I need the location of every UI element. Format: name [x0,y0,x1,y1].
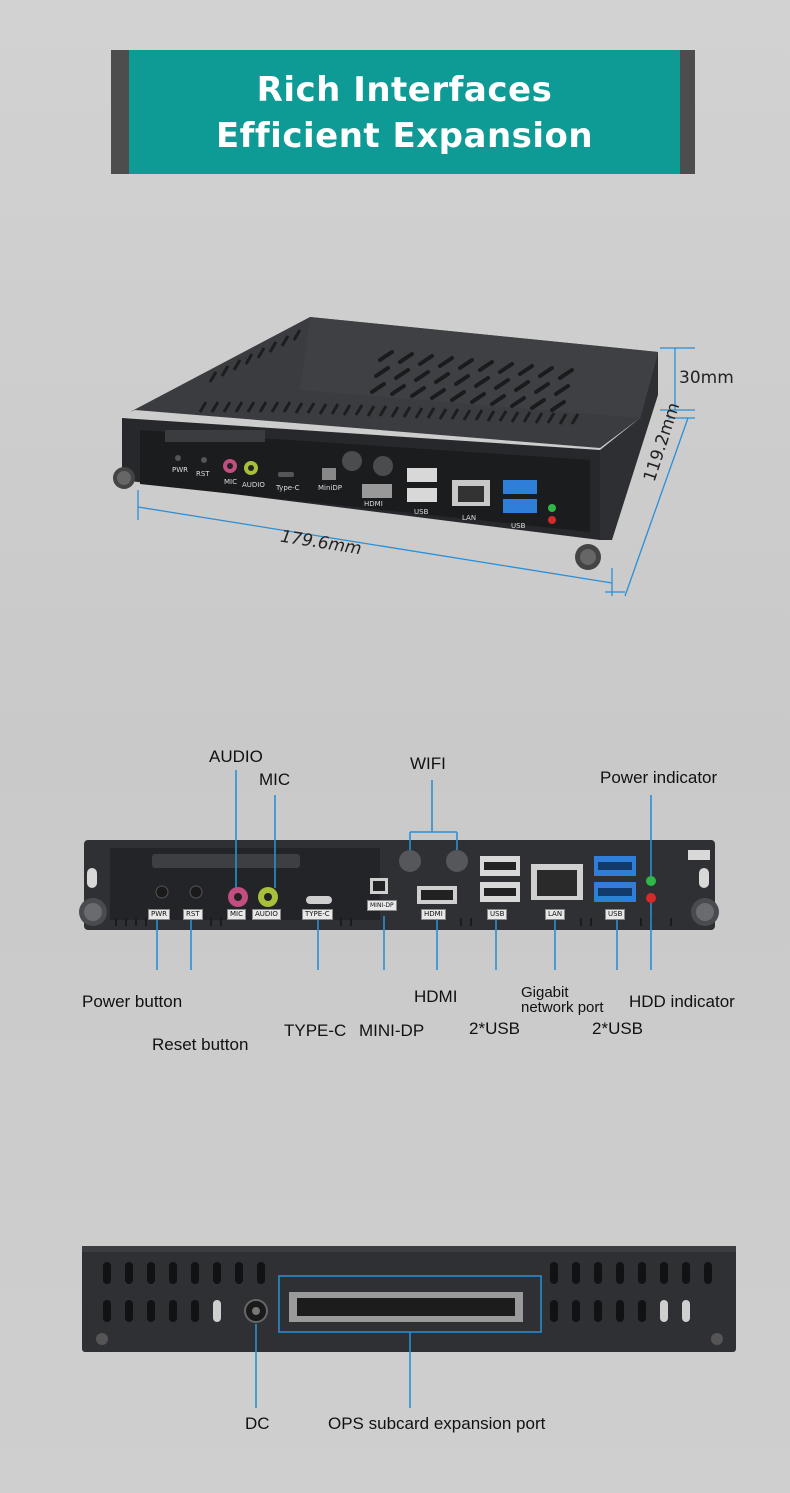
back-panel-illustration [82,1246,736,1408]
label-hdmi: HDMI [414,987,458,1006]
device-port-text-typec: Type-C [276,484,300,492]
back-vents-right [550,1262,712,1322]
title-banner: Rich Interfaces Efficient Expansion [129,50,680,174]
reset-button [189,885,203,899]
tag-hdmi: HDMI [421,909,446,920]
tag-mic: MIC [227,909,246,920]
label-audio: AUDIO [209,747,263,766]
banner-title-line-2: Efficient Expansion [215,116,594,156]
banner-title-line-1: Rich Interfaces [256,70,553,110]
label-gigabit-line2: network port [521,999,604,1016]
top-vent-slots [198,329,580,425]
label-gigabit-line1: Gigabit [521,984,569,1001]
tag-pwr: PWR [148,909,171,920]
device-port-text-rst: RST [196,470,210,478]
type-c-port-front [306,896,332,904]
dimension-lines [137,347,695,597]
label-dc: DC [245,1414,270,1433]
tag-lan: LAN [545,909,566,920]
label-reset-button: Reset button [152,1035,249,1054]
hdd-indicator-led [646,893,656,903]
wifi-antenna-left [399,850,421,872]
wifi-antenna-1 [342,451,362,471]
front-leader-lines [156,770,652,970]
device-3d-illustration [113,317,695,597]
type-c-port [278,472,294,477]
usb-port-2 [407,488,437,502]
hdmi-port [362,484,392,498]
device-port-text-mic: MIC [224,478,237,486]
wifi-antenna-2 [373,456,393,476]
wifi-antenna-right [446,850,468,872]
label-mic: MIC [259,770,291,789]
power-indicator-led [646,876,656,886]
tag-minidp: MINI-DP [367,900,397,911]
hdd-led [548,516,556,524]
label-wifi: WIFI [410,754,446,773]
device-port-text-audio: AUDIO [242,481,265,489]
label-mini-dp: MINI-DP [359,1021,425,1040]
device-port-text-minidp: MiniDP [318,484,342,492]
tag-rst: RST [183,909,203,920]
label-hdd-indicator: HDD indicator [629,992,735,1011]
front-panel-illustration [79,770,719,970]
label-usb-b: 2*USB [592,1019,644,1038]
device-port-text-hdmi: HDMI [364,500,383,508]
label-ops-port: OPS subcard expansion port [328,1414,546,1433]
device-port-text-usb1: USB [414,508,429,516]
tag-usb2: USB [605,909,626,920]
tag-audio: AUDIO [252,909,281,920]
back-vents-left [103,1262,265,1322]
back-leader-lines [255,1324,411,1408]
minidp-port [322,468,336,480]
usb-port-1 [407,468,437,482]
device-side-face [600,352,658,540]
label-usb-a: 2*USB [469,1019,521,1038]
label-power-button: Power button [82,992,183,1011]
label-type-c: TYPE-C [284,1021,347,1040]
power-led [548,504,556,512]
tag-typec: TYPE-C [302,909,333,920]
device-port-text-usb2: USB [511,522,526,530]
usb3-port-2 [503,499,537,513]
usb3-port-1 [503,480,537,494]
device-port-text-pwr: PWR [172,466,189,474]
device-port-text-lan: LAN [462,514,477,522]
power-button [155,885,169,899]
label-power-indicator: Power indicator [600,768,718,787]
height-dimension-label: 30mm [679,368,734,388]
tag-usb1: USB [487,909,508,920]
